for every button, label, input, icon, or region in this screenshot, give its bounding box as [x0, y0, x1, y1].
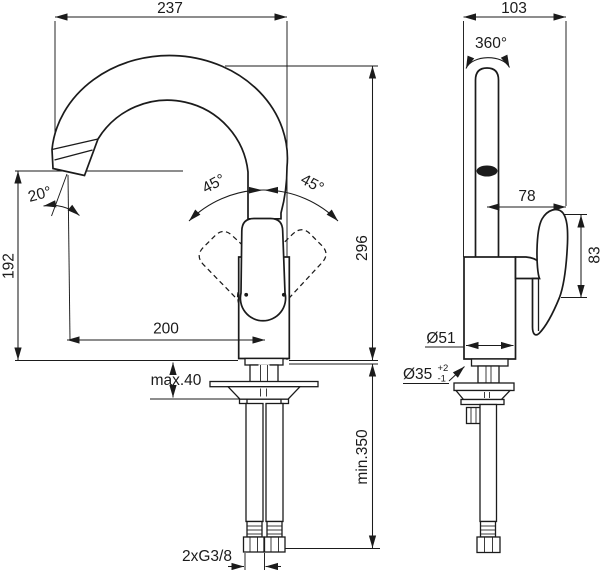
dim-deck-max-label: max.40: [151, 372, 202, 389]
dim-body-diameter-label: Ø51: [426, 330, 455, 347]
dim-spout-height-label: 192: [1, 253, 18, 279]
dim-total-height-label: 296: [354, 235, 371, 261]
dim-swivel-right-label: 45°: [298, 171, 327, 197]
handle-lever-side: [531, 208, 569, 336]
cone-washer-side: [454, 389, 512, 401]
spout-side: [474, 67, 500, 257]
base-step-side: [470, 358, 509, 367]
dim-spout-angle-label: 20°: [26, 183, 53, 205]
dim-swivel-left-label: 45°: [200, 171, 229, 197]
dim-hole-diameter-label: Ø35: [403, 366, 432, 383]
shank-nut-side: [465, 406, 482, 425]
faucet-body-side: [463, 256, 517, 360]
washer-plate-side: [460, 398, 505, 406]
threaded-shank-side: [477, 365, 500, 384]
hose-nut-side: [476, 536, 501, 554]
handle-front: [239, 217, 287, 322]
mounting-plate-side: [453, 382, 515, 392]
dim-handle-height-label: 83: [587, 246, 600, 263]
dim-connection-label: 2xG3/8: [182, 548, 232, 565]
dim-hole-tol-plus: +2: [438, 363, 449, 374]
dim-hose-min-label: min.350: [354, 429, 371, 485]
mounting-plate-front: [209, 380, 319, 388]
dim-spout-width-label: 237: [157, 0, 183, 17]
washer-tab-left: [238, 398, 248, 405]
supply-hose-right: [265, 402, 284, 523]
cone-washer-front: [226, 386, 302, 400]
hose-crimp-side: [479, 520, 497, 538]
side-view: [453, 67, 569, 554]
hose-nut-right: [263, 536, 286, 553]
washer-tab-right: [280, 398, 290, 405]
dim-reach-label: 200: [153, 321, 179, 338]
supply-hose-side: [479, 403, 498, 523]
dim-rotation-label: 360°: [475, 35, 507, 52]
supply-hose-left: [245, 402, 264, 523]
spout-front: [51, 54, 289, 220]
aerator-outlet: [476, 165, 498, 177]
dim-side-width-label: 103: [501, 0, 527, 17]
hose-crimp-right: [266, 520, 283, 538]
handle-pivot-dot-right: [281, 292, 286, 297]
handle-pivot-dot-left: [244, 292, 249, 297]
dim-hole-tol-minus: -1: [438, 374, 446, 385]
dim-handle-reach-label: 78: [518, 188, 535, 205]
front-view: [51, 54, 327, 553]
base-step-front: [244, 357, 284, 366]
hose-nut-left: [242, 536, 265, 553]
hose-crimp-left: [246, 520, 263, 538]
